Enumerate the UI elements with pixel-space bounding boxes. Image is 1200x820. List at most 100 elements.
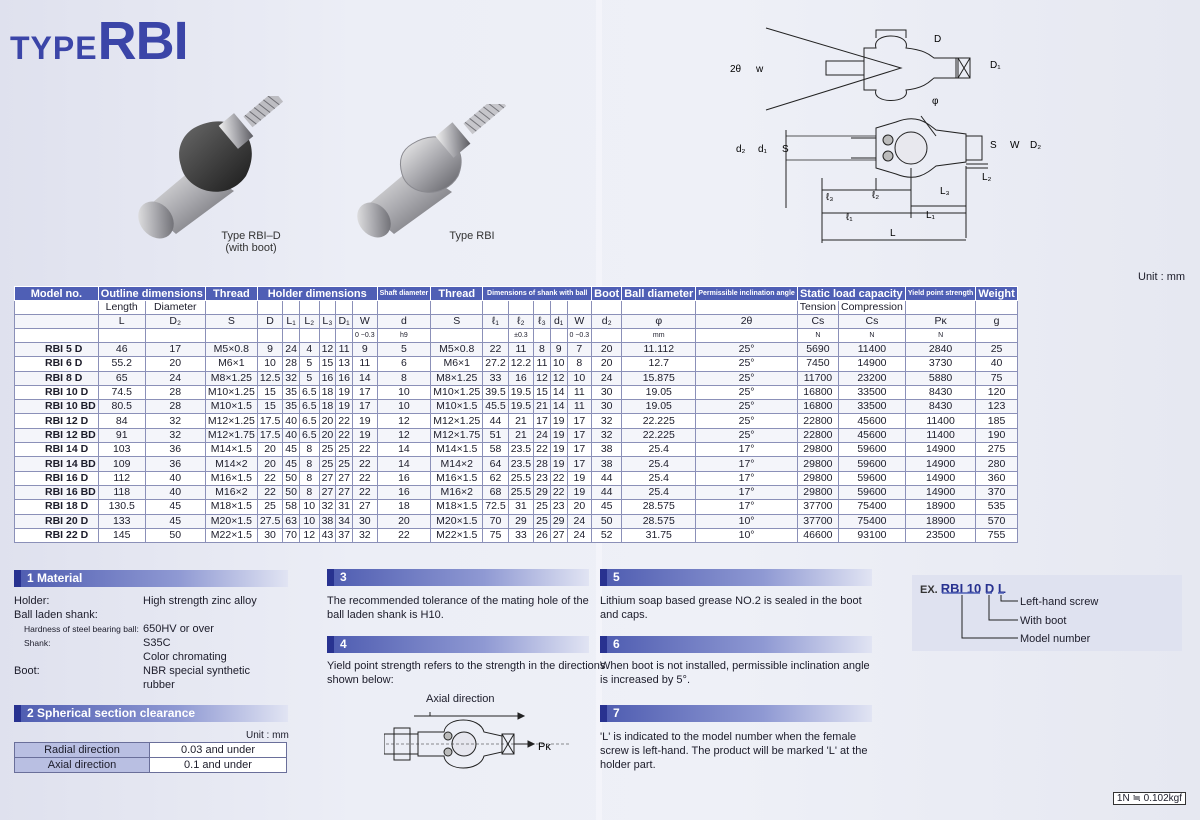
table-cell: 25 xyxy=(256,499,284,515)
table-cell: 15.875 xyxy=(621,370,697,386)
column-header-cell: Cs xyxy=(796,314,840,329)
table-cell: 32 xyxy=(144,427,206,444)
material-label: Shank: xyxy=(24,638,51,648)
table-cell: 11 xyxy=(566,399,593,415)
table-cell: M18×1.5 xyxy=(430,499,484,515)
column-group-header: Weight xyxy=(975,286,1018,301)
table-cell: 45 xyxy=(144,513,206,529)
table-cell: 37700 xyxy=(796,513,840,529)
section-7-title: 7 xyxy=(600,705,872,722)
table-cell: 35 xyxy=(282,399,300,415)
table-cell: 36 xyxy=(144,442,206,458)
table-cell: 22 xyxy=(335,413,353,429)
table-cell: 22 xyxy=(351,470,378,486)
example-leader-lines xyxy=(942,592,1018,639)
table-cell: 9 xyxy=(256,341,284,358)
table-cell: 21 xyxy=(507,413,535,429)
table-cell: 10° xyxy=(695,513,798,529)
table-cell: 8 xyxy=(298,442,320,458)
table-cell: 23500 xyxy=(904,527,977,544)
table-cell: 133 xyxy=(97,513,146,529)
table-cell: 10 xyxy=(566,370,593,386)
table-cell: M5×0.8 xyxy=(430,341,484,358)
title-prefix: TYPE xyxy=(10,30,98,66)
label-L3: L₃ xyxy=(940,186,950,197)
table-cell: M14×1.5 xyxy=(430,442,484,458)
table-cell: 17° xyxy=(695,442,798,458)
table-cell: 19 xyxy=(549,427,568,444)
table-cell: 44 xyxy=(591,470,623,486)
section-3-title: 3 xyxy=(327,569,589,586)
table-cell: 25° xyxy=(695,399,798,415)
table-cell: 11 xyxy=(351,356,378,372)
table-cell: 75400 xyxy=(838,513,906,529)
table-cell: 25.4 xyxy=(621,470,697,486)
table-cell: 25 xyxy=(335,456,353,472)
column-header-cell: S xyxy=(430,314,484,329)
section-6-text: When boot is not installed, permissible … xyxy=(600,660,870,686)
material-value: 650HV or over xyxy=(143,623,214,635)
table-cell: 50 xyxy=(144,527,206,544)
table-cell: 25° xyxy=(695,384,798,401)
table-cell: 16 xyxy=(335,370,353,386)
table-cell: 6.5 xyxy=(298,413,320,429)
column-header-cell xyxy=(204,300,258,315)
table-cell: 9 xyxy=(351,341,378,358)
label-S2: S xyxy=(990,140,997,151)
column-header-cell xyxy=(14,314,99,329)
table-cell: 50 xyxy=(282,470,300,486)
table-cell: 32 xyxy=(282,370,300,386)
table-cell: 11400 xyxy=(904,427,977,444)
label-2theta: 2θ xyxy=(730,64,742,75)
model-number-cell: RBI 20 D xyxy=(14,513,99,529)
table-cell: 370 xyxy=(975,484,1018,501)
yield-diagram: Pκ xyxy=(384,712,570,769)
column-header-cell xyxy=(318,300,337,315)
table-cell: 8 xyxy=(533,341,551,358)
table-cell: 43 xyxy=(318,527,337,544)
column-header-cell xyxy=(591,300,623,315)
column-header-cell xyxy=(507,300,535,315)
table-cell: 5 xyxy=(298,356,320,372)
label-d1: d₁ xyxy=(758,144,768,155)
table-cell: 20 xyxy=(591,356,623,372)
table-cell: 11 xyxy=(533,356,551,372)
column-header-cell: h9 xyxy=(376,328,432,343)
table-cell: 75400 xyxy=(838,499,906,515)
table-cell: 59600 xyxy=(838,442,906,458)
table-cell: 25 xyxy=(533,499,551,515)
legend-left-hand: Left-hand screw xyxy=(1020,596,1099,608)
table-cell: 63 xyxy=(282,513,300,529)
table-cell: 70 xyxy=(282,527,300,544)
model-number-cell: RBI 5 D xyxy=(14,341,99,358)
table-cell: 25.5 xyxy=(507,470,535,486)
table-cell: 5690 xyxy=(796,341,840,358)
table-cell: 30 xyxy=(351,513,378,529)
table-cell: 18 xyxy=(318,384,337,401)
table-cell: 25 xyxy=(335,442,353,458)
page-title: TYPERBI xyxy=(10,10,189,72)
table-cell: 33 xyxy=(482,370,509,386)
table-cell: 26 xyxy=(533,527,551,544)
section-5-text: Lithium soap based grease NO.2 is sealed… xyxy=(600,595,862,621)
table-cell: 25.4 xyxy=(621,442,697,458)
model-number-cell: RBI 10 D xyxy=(14,384,99,401)
table-cell: 14 xyxy=(549,399,568,415)
table-cell: 17° xyxy=(695,456,798,472)
table-cell: 14900 xyxy=(904,470,977,486)
column-header-cell: mm xyxy=(621,328,697,343)
table-cell: 28.575 xyxy=(621,513,697,529)
column-header-cell xyxy=(482,328,509,343)
column-group-header: Holder dimensions xyxy=(256,286,378,301)
table-cell: 20 xyxy=(256,456,284,472)
table-cell: M10×1.25 xyxy=(204,384,258,401)
material-value: S35C xyxy=(143,637,171,649)
table-cell: 103 xyxy=(97,442,146,458)
